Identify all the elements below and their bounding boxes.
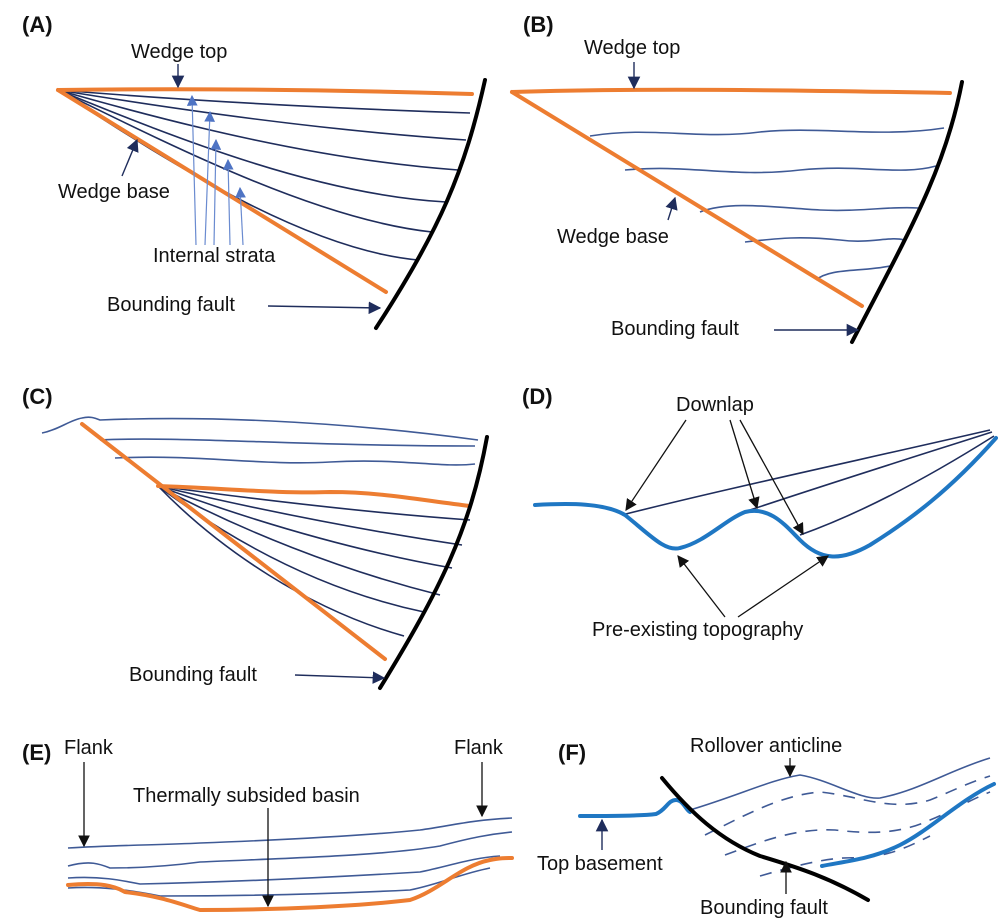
panel-c-tag: (C) bbox=[22, 384, 53, 409]
panel-d-pre-existing-topography-line bbox=[533, 436, 998, 559]
panel-d-downlap-arrow-right bbox=[739, 419, 804, 536]
panel-e-tag: (E) bbox=[22, 740, 51, 765]
panel-b-bounding-fault-line bbox=[850, 80, 964, 344]
panel-a-bounding-fault-arrow bbox=[267, 301, 382, 315]
panel-d-downlap-arrow-middle bbox=[729, 419, 760, 510]
panel-d-downlap-strata bbox=[621, 429, 995, 536]
panel-c-wedge-base-line bbox=[80, 422, 387, 661]
panel-c-mid-boundary-line bbox=[156, 484, 472, 508]
panel-d-downlap-arrow-left bbox=[625, 419, 687, 511]
panel-b-tag: (B) bbox=[523, 12, 554, 37]
panel-a-wedge-base-line bbox=[56, 88, 388, 294]
panel-f-rollover-anticline-line bbox=[689, 757, 991, 811]
panel-c-bounding-fault-line bbox=[378, 435, 489, 690]
panel-b: (B) Wedge top Wedge base Bounding fault bbox=[510, 12, 964, 344]
panel-b-bounding-fault-label: Bounding fault bbox=[611, 318, 739, 340]
panel-d-downlap-label: Downlap bbox=[676, 394, 754, 416]
panel-b-wedge-top-line bbox=[510, 87, 952, 95]
panel-f-top-basement-right-line bbox=[820, 782, 996, 868]
panel-e-flank-right-label: Flank bbox=[454, 737, 504, 759]
panel-c: (C) Bounding fault bbox=[22, 384, 489, 690]
panel-f-top-basement-label: Top basement bbox=[537, 853, 663, 875]
panel-a-internal-strata-label: Internal strata bbox=[153, 245, 276, 267]
panel-a-tag: (A) bbox=[22, 12, 53, 37]
panel-c-lower-strata bbox=[157, 485, 471, 637]
panel-b-wedge-base-label: Wedge base bbox=[557, 226, 669, 248]
panel-f-rollover-label: Rollover anticline bbox=[690, 735, 842, 757]
panel-b-wedge-top-label: Wedge top bbox=[584, 37, 680, 59]
panel-c-upper-strata bbox=[41, 416, 479, 466]
panel-c-bounding-fault-label: Bounding fault bbox=[129, 664, 257, 686]
panel-e-flank-left-label: Flank bbox=[64, 737, 114, 759]
panel-b-wedge-base-line bbox=[510, 90, 864, 308]
panel-a-wedge-base-label: Wedge base bbox=[58, 181, 170, 203]
panel-d-pre-existing-topography-label: Pre-existing topography bbox=[592, 619, 803, 641]
panel-a-internal-strata-lines bbox=[57, 89, 471, 261]
panel-d-topography-arrow-left bbox=[677, 555, 726, 618]
panel-a-wedge-top-label: Wedge top bbox=[131, 41, 227, 63]
panel-e-basin-floor-line bbox=[66, 856, 514, 912]
panel-a: (A) Wedge top Wedge base Internal strata… bbox=[22, 12, 487, 330]
panel-c-bounding-fault-arrow bbox=[294, 671, 386, 684]
panel-d: (D) Downlap Pre-existing topography bbox=[522, 384, 998, 641]
panel-b-wedge-base-arrow bbox=[665, 196, 678, 221]
panel-f-bounding-fault-label: Bounding fault bbox=[700, 897, 828, 919]
panel-f-top-basement-left-line bbox=[578, 798, 692, 818]
panel-a-bounding-fault-line bbox=[374, 78, 487, 330]
panel-f: (F) Rollover anticline Top basement Boun… bbox=[537, 735, 996, 919]
panel-a-wedge-base-arrow bbox=[121, 138, 139, 177]
panel-a-wedge-top-line bbox=[56, 87, 474, 96]
panel-f-tag: (F) bbox=[558, 740, 586, 765]
panel-d-tag: (D) bbox=[522, 384, 553, 409]
panel-e: (E) Flank Flank Thermally subsided basin bbox=[22, 737, 514, 912]
panel-d-topography-arrow-right bbox=[737, 555, 829, 618]
panel-f-bounding-fault-line bbox=[660, 776, 870, 902]
panel-b-strata-lines bbox=[589, 127, 945, 281]
panel-e-basin-label: Thermally subsided basin bbox=[133, 785, 360, 807]
panel-e-basin-strata bbox=[67, 817, 513, 897]
panel-a-internal-strata-arrows bbox=[186, 94, 246, 246]
panel-a-bounding-fault-label: Bounding fault bbox=[107, 294, 235, 316]
